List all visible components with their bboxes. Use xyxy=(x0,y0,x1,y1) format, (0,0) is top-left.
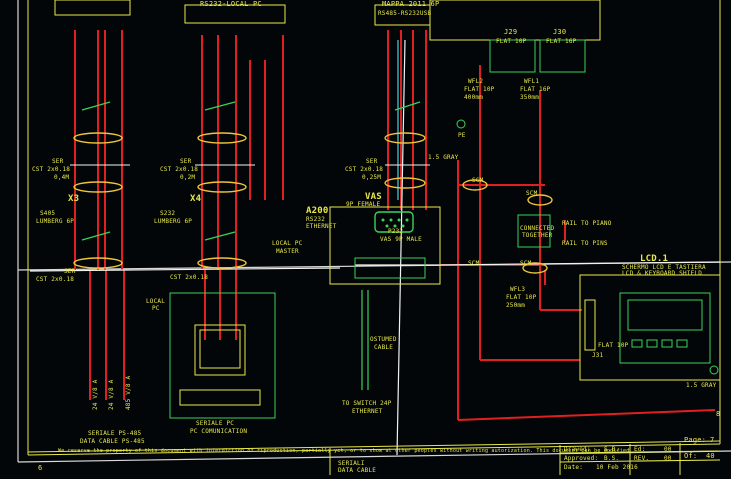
scm3-label: SCM xyxy=(468,260,480,267)
scm2-label: SCM xyxy=(526,190,538,197)
local-pc-master1: LOCAL PC xyxy=(272,240,303,247)
cst-mid-bot: 0,25M xyxy=(362,174,382,181)
wfl2-b: FLAT 10P xyxy=(464,86,495,93)
gray-15-label: 1.5 GRAY xyxy=(428,154,459,161)
rail-to-piano: RAIL TO PIANO xyxy=(562,220,612,227)
wfl3-a: WFL3 xyxy=(510,286,526,293)
lumberg-x3: LUMBERG 6P xyxy=(36,218,75,225)
date-value: 10 Feb 2016 xyxy=(596,464,638,471)
wfl3-c: 250mm xyxy=(506,302,526,309)
lcd-sub1: SCHERMO LCD E TASTIERA xyxy=(622,264,706,271)
s405-label: S405 xyxy=(40,210,56,217)
wfl2-c: 400mm xyxy=(464,94,484,101)
ser-x4-label: SER xyxy=(180,158,192,165)
scm4-label: SCM xyxy=(520,260,532,267)
wfl1-c: 350mm xyxy=(520,94,540,101)
gray-15b-label: 1.5 GRAY xyxy=(686,382,717,389)
j30-label: J30 xyxy=(553,28,567,36)
vas-sub: 9P FEMALE xyxy=(346,201,381,208)
serial-pc-1: SERIALE PC xyxy=(196,420,235,427)
ed-value: 00 xyxy=(664,446,672,453)
x4-label: X4 xyxy=(190,194,202,204)
cst-x4-top: CST 2x0.18 xyxy=(160,166,199,173)
copyright-notice: We reserve the property of this document… xyxy=(58,448,630,454)
serial-ps485-1: SERIALE PS-485 xyxy=(88,430,142,437)
page-label: Page: xyxy=(684,436,707,444)
scm1-label: SCM xyxy=(472,177,484,184)
s232-label: S232 xyxy=(160,210,176,217)
ser-mid-label: SER xyxy=(366,158,378,165)
rs485-connector-label: MAPPA 2011 6P xyxy=(382,0,440,8)
of-label: Of: xyxy=(684,452,698,460)
of-value: 40 xyxy=(706,452,715,460)
a200-sub2: ETHERNET xyxy=(306,223,337,230)
lcd-sub2: LCD & KEYBOARD SHIELD xyxy=(622,270,703,277)
pe-label: PE xyxy=(458,132,466,139)
date-label: Date: xyxy=(564,464,584,471)
local-pc-label: LOCAL xyxy=(146,298,166,305)
voltage-24a: 24 V/8 A xyxy=(92,379,99,411)
cst-bottom-b: CST 2x0.18 xyxy=(170,274,209,281)
approved-label: Approved: xyxy=(564,455,599,462)
approved-value: B.S. xyxy=(604,455,620,462)
to-switch-label: TO SWITCH 24P xyxy=(342,400,392,407)
drawn-label: Drawed: xyxy=(564,446,591,453)
sheet-left-number: 6 xyxy=(38,464,43,472)
j29-label: J29 xyxy=(504,28,518,36)
connected-together-1: CONNECTED xyxy=(520,225,555,232)
ser-x3-label: SER xyxy=(52,158,64,165)
ed-label: Ed: xyxy=(634,446,646,453)
sheet-right-number: 8 xyxy=(716,410,721,418)
lcd-label: LCD.1 xyxy=(640,254,669,264)
serial-ps485-2: DATA CABLE PS-485 xyxy=(80,438,145,445)
rev-value: 00 xyxy=(664,455,672,462)
local-pc-master2: MASTER xyxy=(276,248,299,255)
ser-bottom-label: SER xyxy=(64,268,76,275)
ostumed-cable-2: CABLE xyxy=(374,344,394,351)
cst-bottom-a: CST 2x0.18 xyxy=(36,276,75,283)
wfl1-b: FLAT 16P xyxy=(520,86,551,93)
wfl2-a: WFL2 xyxy=(468,78,484,85)
cst-mid-top: CST 2x0.18 xyxy=(345,166,384,173)
rs232-connector-label: RS232-LOCAL PC xyxy=(200,0,262,8)
title-line1: SERIALI xyxy=(338,460,365,467)
local-pc-label2: PC xyxy=(152,305,160,312)
wfl3-b: FLAT 10P xyxy=(506,294,537,301)
drawn-value: S.B. xyxy=(604,446,620,453)
j31-sub: FLAT 10P xyxy=(598,342,629,349)
ethernet-label: ETHERNET xyxy=(352,408,383,415)
a200-sub1: RS232 xyxy=(306,216,326,223)
vas-inner-label1: P232 xyxy=(388,228,404,235)
a200-label: A200 xyxy=(306,206,329,216)
wfl1-a: WFL1 xyxy=(524,78,540,85)
x3-label: X3 xyxy=(68,194,80,204)
ostumed-cable-1: OSTUMED xyxy=(370,336,397,343)
cst-x3-top: CST 2x0.18 xyxy=(32,166,71,173)
lumberg-x4: LUMBERG 6P xyxy=(154,218,193,225)
rs485-connector-sub: RS485-RS232USB xyxy=(378,10,432,17)
connected-together-2: TOGETHER xyxy=(522,232,553,239)
cst-x4-bot: 0,2M xyxy=(180,174,196,181)
serial-pc-2: PC COMUNICATION xyxy=(190,428,248,435)
page-value: 7 xyxy=(710,436,715,444)
title-line2: DATA CABLE xyxy=(338,467,377,474)
j29-sub: FLAT 10P xyxy=(496,38,527,45)
j30-sub: FLAT 16P xyxy=(546,38,577,45)
vas-label: VAS xyxy=(365,192,382,202)
rev-label: REV. xyxy=(634,455,650,462)
rail-to-pins: RAIL TO PINS xyxy=(562,240,608,247)
voltage-24b: 24 V/8 A xyxy=(108,379,115,411)
j31-label: J31 xyxy=(592,352,604,359)
cst-x3-bot: 0,4M xyxy=(54,174,70,181)
voltage-485: 485 V/8 A xyxy=(125,375,132,410)
vas-inner-label2: VAS 9P MALE xyxy=(380,236,422,243)
